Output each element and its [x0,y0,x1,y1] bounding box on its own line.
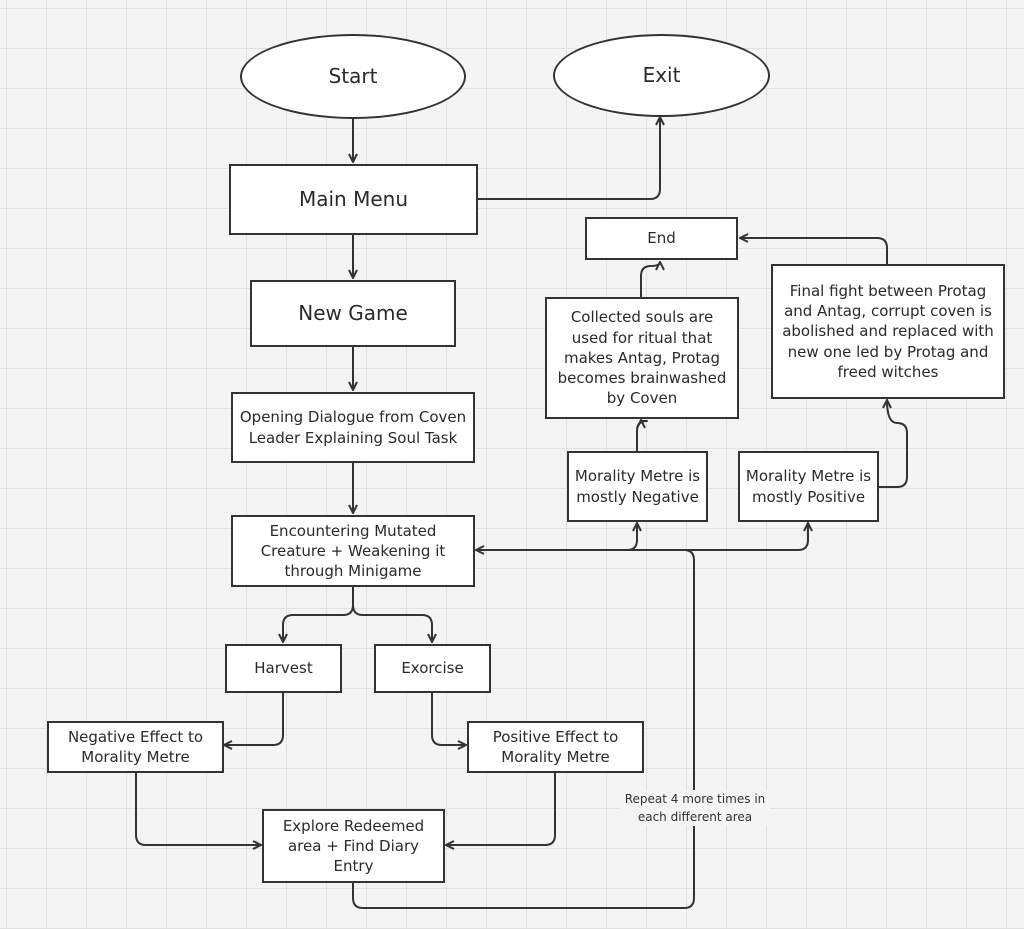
arrow-fight-to-end [740,238,888,264]
arrow-morality-positive-to-fight [879,400,908,488]
arrow-encountering-to-harvest [283,587,354,642]
harvest-node: Harvest [225,644,342,693]
start-node: Start [240,34,466,119]
encountering-creature-node: Encountering Mutated Creature + Weakenin… [231,515,475,587]
opening-dialogue-node: Opening Dialogue from Coven Leader Expla… [231,392,475,463]
arrow-encountering-to-exorcise [352,604,432,642]
arrow-harvest-to-negative [224,693,284,745]
positive-effect-node: Positive Effect to Morality Metre [467,721,644,773]
arrow-loop-to-morality-positive [694,523,808,551]
arrow-loop-to-morality-negative [626,523,694,551]
arrow-negative-to-explore [135,773,261,845]
morality-positive-node: Morality Metre is mostly Positive [738,451,879,522]
arrow-positive-to-explore [446,773,556,845]
loop-explore-to-encountering [352,550,695,909]
arrow-main-menu-to-exit [478,117,660,200]
main-menu-node: Main Menu [229,164,478,235]
morality-negative-node: Morality Metre is mostly Negative [567,451,708,522]
exorcise-node: Exorcise [374,644,491,693]
ending-fight-node: Final fight between Protag and Antag, co… [771,264,1005,399]
ending-souls-node: Collected souls are used for ritual that… [545,297,739,419]
arrow-morality-negative-to-souls [636,420,648,465]
new-game-node: New Game [250,280,456,347]
exit-node: Exit [553,34,770,117]
arrow-exorcise-to-positive [431,693,466,745]
negative-effect-node: Negative Effect to Morality Metre [47,721,224,773]
explore-area-node: Explore Redeemed area + Find Diary Entry [262,809,445,883]
arrow-souls-to-end [640,262,660,297]
repeat-note: Repeat 4 more times in each different ar… [620,790,770,826]
end-node: End [585,217,738,260]
